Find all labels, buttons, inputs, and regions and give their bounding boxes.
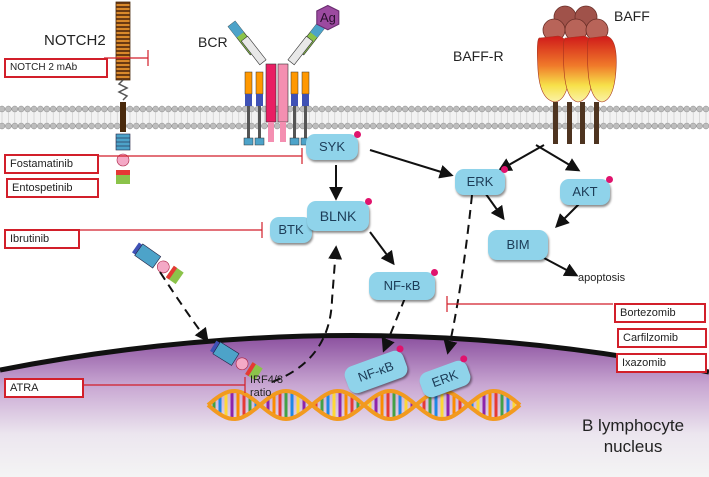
drug-atra: ATRA bbox=[4, 378, 84, 398]
arrow-notch-to-nucleus bbox=[159, 271, 209, 343]
nucleus-label: B lymphocyte nucleus bbox=[582, 415, 684, 457]
arrow-blnk-to-nfkb bbox=[369, 231, 395, 266]
drug-ibrutinib: Ibrutinib bbox=[4, 229, 80, 249]
bcr-receptor bbox=[227, 20, 327, 146]
arrow-baffr-to-erk bbox=[497, 144, 545, 172]
irf-ratio-label: IRF4/8 ratio bbox=[250, 374, 283, 400]
cell-membrane bbox=[0, 105, 709, 130]
baff-r-label: BAFF-R bbox=[453, 48, 504, 64]
notch2-label: NOTCH2 bbox=[44, 32, 106, 49]
nucleus-region bbox=[0, 335, 709, 477]
node-btk-label: BTK bbox=[278, 222, 304, 237]
inhibition-lines bbox=[74, 50, 613, 393]
irf-ratio-line2: ratio bbox=[250, 387, 272, 399]
notch2-receptor bbox=[115, 1, 131, 184]
antigen-hexagon bbox=[316, 4, 340, 31]
notch2-fragment-nucleus bbox=[210, 340, 263, 381]
node-btk: BTK bbox=[270, 214, 315, 243]
phospho-dot bbox=[365, 198, 372, 205]
notch2-fragment-cytoplasm bbox=[132, 242, 184, 285]
inhibit-atra-irf bbox=[80, 377, 246, 393]
node-syk: SYK bbox=[306, 131, 361, 160]
arrow-akt-to-bim bbox=[555, 202, 581, 228]
node-bim-label: BIM bbox=[506, 237, 530, 252]
node-blnk-label: BLNK bbox=[319, 208, 357, 224]
dna-helix bbox=[206, 388, 522, 422]
phospho-dot bbox=[501, 166, 508, 173]
node-blnk: BLNK bbox=[307, 198, 372, 231]
baff-label: BAFF bbox=[614, 8, 650, 24]
phospho-dot bbox=[354, 131, 361, 138]
pathway-arrows bbox=[159, 144, 581, 383]
baff-r-receptor bbox=[537, 35, 617, 144]
drug-ixazomib: Ixazomib bbox=[616, 353, 707, 373]
node-erk-label: ERK bbox=[466, 174, 494, 189]
drug-bortezomib: Bortezomib bbox=[614, 303, 706, 323]
arrow-syk-to-erk bbox=[369, 149, 454, 179]
inhibit-proteasome-nfkb bbox=[446, 296, 613, 312]
node-akt: AKT bbox=[560, 176, 613, 205]
baff-ligand bbox=[542, 5, 609, 42]
apoptosis-label: apoptosis bbox=[578, 272, 626, 284]
arrow-baffr-to-akt bbox=[535, 144, 581, 172]
node-nfkb-label: NF-κB bbox=[383, 278, 421, 293]
arrow-bim-to-apoptosis bbox=[543, 257, 579, 277]
bcr-label: BCR bbox=[198, 34, 228, 50]
drug-notch2-mab: NOTCH 2 mAb bbox=[4, 58, 108, 78]
node-erk: ERK bbox=[455, 166, 508, 195]
node-erk-nuclear-label: ERK bbox=[429, 366, 460, 391]
drug-entospetinib: Entospetinib bbox=[6, 178, 99, 198]
nuclear-membrane bbox=[0, 333, 709, 375]
node-akt-label: AKT bbox=[572, 184, 598, 199]
arrow-nucleus-to-blnk bbox=[271, 245, 343, 383]
inhibit-fostamatinib-syk bbox=[95, 148, 303, 164]
node-nfkb: NF-κB bbox=[369, 269, 438, 300]
phospho-dot bbox=[606, 176, 613, 183]
drug-fostamatinib: Fostamatinib bbox=[4, 154, 99, 174]
nucleus-label-line1: B lymphocyte bbox=[582, 416, 685, 435]
antigen-label: Ag bbox=[320, 10, 336, 25]
phospho-dot bbox=[431, 269, 438, 276]
node-syk-label: SYK bbox=[318, 139, 345, 154]
inhibit-notch2-mab bbox=[104, 50, 149, 66]
arrow-erk-to-nucleus bbox=[443, 194, 473, 355]
drug-carfilzomib: Carfilzomib bbox=[617, 328, 707, 348]
irf-ratio-line1: IRF4/8 bbox=[250, 374, 284, 386]
node-nfkb-nuclear-label: NF-κB bbox=[355, 358, 396, 385]
inhibit-ibrutinib-btk bbox=[74, 222, 263, 238]
node-bim: BIM bbox=[488, 230, 548, 260]
arrow-nfkb-to-nucleus bbox=[381, 297, 406, 353]
nucleus-label-line2: nucleus bbox=[603, 437, 663, 456]
